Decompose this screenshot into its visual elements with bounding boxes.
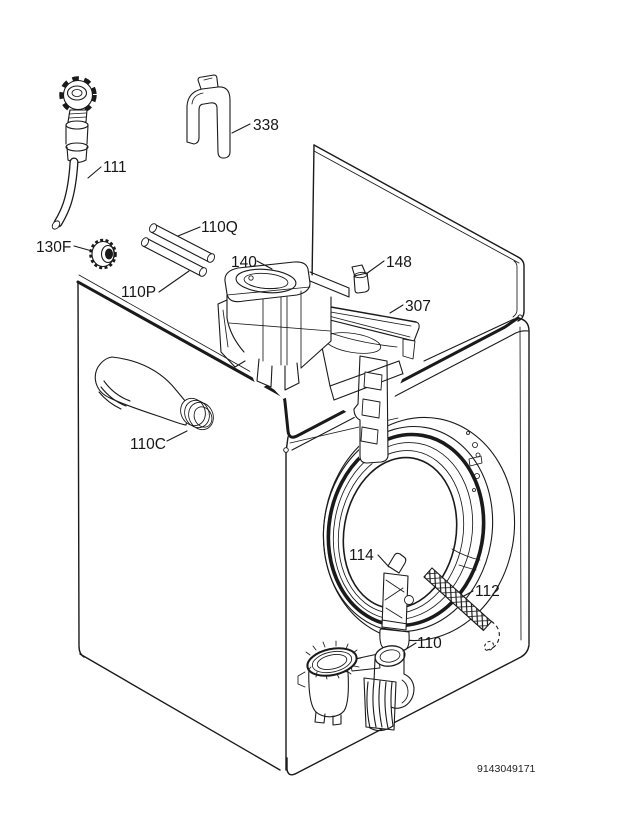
part-label-110: 110 [417, 635, 442, 652]
part-label-110c: 110C [130, 436, 166, 453]
part-label-111: 111 [103, 159, 127, 176]
part-338-hose-guide [186, 74, 231, 159]
document-number: 9143049171 [477, 763, 536, 775]
part-110c-elbow-hose [94, 356, 214, 431]
leader-line-110p [158, 270, 190, 293]
part-label-110q: 110Q [201, 219, 238, 236]
part-110-drain-pump [297, 640, 415, 732]
leader-line-307 [389, 304, 404, 314]
leader-line-110c [166, 430, 188, 442]
cabinet [76, 274, 530, 776]
leader-line-140 [256, 260, 273, 270]
leader-line-338 [231, 123, 251, 134]
part-148-clip [351, 264, 370, 294]
housing-bracket [353, 355, 389, 464]
leader-line-111 [87, 166, 102, 179]
part-110p-tube [140, 237, 208, 277]
part-label-307: 307 [405, 298, 431, 315]
part-label-140: 140 [231, 254, 257, 271]
part-111-inlet-hose [51, 76, 97, 230]
part-label-112: 112 [475, 583, 500, 600]
corner-screw-hole [283, 447, 289, 453]
leader-line-130f [73, 245, 93, 252]
leader-line-148 [365, 260, 385, 275]
part-140-dispenser-top [217, 260, 350, 399]
part-labels: 111 338 130F 110Q 110P 140 148 307 110C … [36, 117, 500, 652]
part-label-148: 148 [386, 254, 412, 271]
door-ring-holes [466, 431, 483, 492]
part-label-338: 338 [253, 117, 279, 134]
leader-line-114 [377, 554, 390, 568]
pump-filter-cap [306, 647, 358, 677]
leader-line-110q [177, 226, 201, 237]
part-110q-tube [148, 223, 216, 263]
leader-line-112 [461, 590, 474, 598]
leader-line-110 [402, 642, 417, 652]
part-label-130f: 130F [36, 239, 71, 256]
part-112-corrugated-hose [423, 567, 500, 652]
leader-lines [73, 123, 474, 652]
part-label-114: 114 [349, 547, 374, 564]
door-opening [322, 416, 516, 642]
part-130f-inlet-seal [89, 238, 117, 270]
part-label-110p: 110P [121, 284, 156, 301]
